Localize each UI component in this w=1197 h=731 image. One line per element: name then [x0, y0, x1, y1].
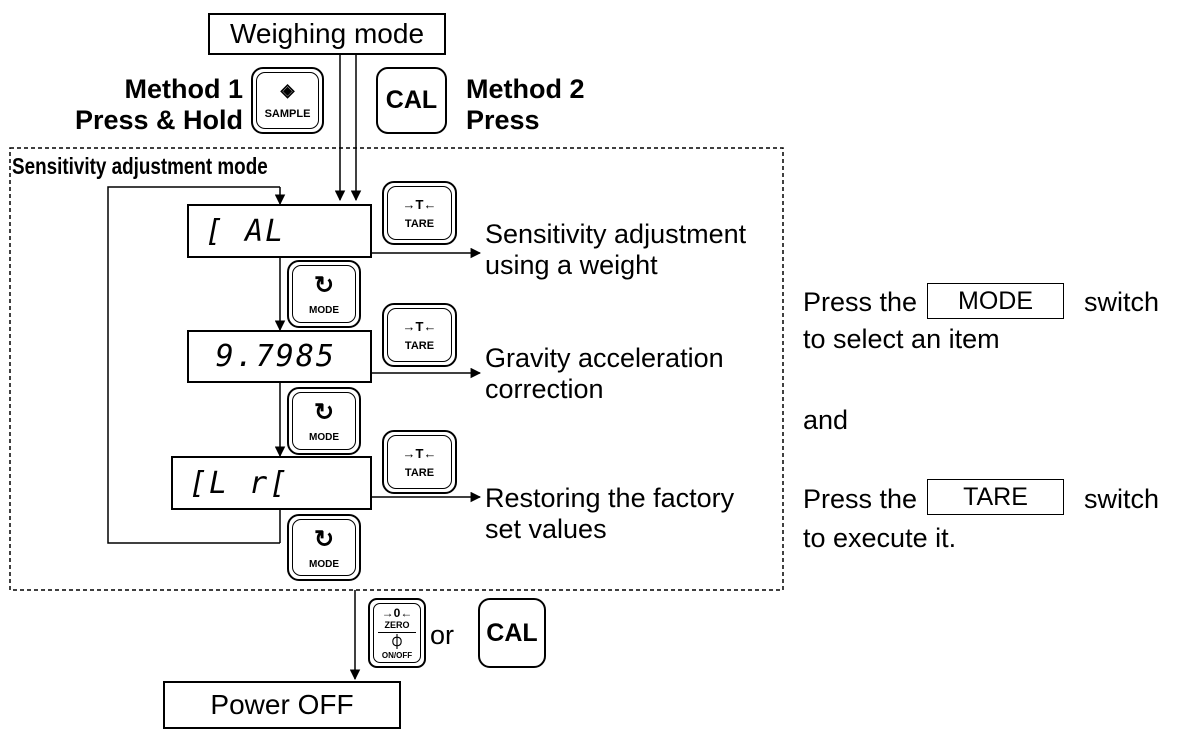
- instr-execute: to execute it.: [803, 523, 957, 553]
- mode-key-label-3: MODE: [309, 559, 339, 570]
- mode-key-1[interactable]: ↻ MODE: [287, 260, 361, 328]
- mode-key-2[interactable]: ↻ MODE: [287, 387, 361, 455]
- tare-symbol-1: →T←: [402, 197, 437, 212]
- weighing-mode-label: Weighing mode: [229, 18, 425, 49]
- cal-key-method2[interactable]: CAL: [376, 67, 447, 134]
- display-gravity-text: 9.7985: [215, 339, 336, 374]
- display-cal: [ AL: [187, 204, 372, 258]
- mode-key-label-1: MODE: [309, 305, 339, 316]
- power-off-label: Power OFF: [210, 689, 354, 720]
- sample-r-icon: ◈: [280, 80, 295, 100]
- display-clr: [L r[: [171, 456, 372, 510]
- mode-key-3[interactable]: ↻ MODE: [287, 514, 361, 581]
- tare-switch-label: TARE: [927, 479, 1064, 515]
- desc-2-line1: Gravity acceleration: [485, 343, 724, 373]
- cal-key-label: CAL: [385, 86, 438, 114]
- mode-switch-label: MODE: [927, 283, 1064, 319]
- sample-key-label: SAMPLE: [264, 108, 311, 120]
- cal-key-poweroff-label: CAL: [486, 618, 538, 647]
- tare-label-1: TARE: [404, 218, 435, 230]
- tare-key-1[interactable]: →T← TARE: [382, 181, 457, 245]
- method2-action: Press: [466, 105, 540, 135]
- method2-title: Method 2: [466, 74, 585, 104]
- cal-key-poweroff[interactable]: CAL: [478, 598, 546, 668]
- display-clr-text: [L r[: [189, 465, 290, 501]
- loop-back-line: [107, 186, 280, 544]
- instr-press-the-1: Press the: [803, 287, 918, 317]
- sample-key[interactable]: ◈ SAMPLE: [251, 67, 324, 134]
- method1-title: Method 1: [124, 74, 244, 104]
- desc-3-line2: set values: [485, 514, 607, 544]
- desc-3-line1: Restoring the factory: [485, 483, 735, 513]
- weighing-mode-box: Weighing mode: [208, 13, 446, 55]
- zero-onoff-key[interactable]: →0← ZERO ⏀ ON/OFF: [368, 598, 426, 668]
- tare-key-2[interactable]: →T← TARE: [382, 303, 457, 367]
- instr-select: to select an item: [803, 324, 1000, 354]
- tare-key-3[interactable]: →T← TARE: [382, 430, 457, 494]
- desc-1-line1: Sensitivity adjustment: [485, 219, 747, 249]
- tare-label-3: TARE: [404, 467, 435, 479]
- or-text: or: [430, 620, 455, 650]
- cycle-icon-3: ↻: [313, 526, 335, 553]
- zero-divider: [378, 632, 416, 633]
- instr-switch-1: switch: [1084, 287, 1160, 317]
- tare-symbol-2: →T←: [402, 319, 437, 334]
- power-off-box: Power OFF: [163, 681, 401, 729]
- method1-action: Press & Hold: [74, 105, 243, 135]
- display-gravity: 9.7985: [187, 330, 372, 383]
- instr-switch-2: switch: [1084, 484, 1160, 514]
- display-cal-text: [ AL: [205, 213, 286, 249]
- instr-and: and: [803, 405, 849, 435]
- tare-label-2: TARE: [404, 340, 435, 352]
- power-icon: ⏀: [390, 634, 404, 650]
- mode-title: Sensitivity adjustment mode: [12, 153, 268, 179]
- desc-2-line2: correction: [485, 374, 604, 404]
- instr-press-the-2: Press the: [803, 484, 918, 514]
- cycle-icon-2: ↻: [313, 399, 335, 426]
- zero-symbol: →0←: [381, 606, 413, 620]
- cycle-icon-1: ↻: [313, 272, 335, 299]
- mode-key-label-2: MODE: [309, 432, 339, 443]
- onoff-label: ON/OFF: [381, 651, 413, 660]
- sensitivity-mode-frame: [9, 147, 784, 591]
- zero-label: ZERO: [384, 620, 410, 630]
- tare-symbol-3: →T←: [402, 446, 437, 461]
- desc-1-line2: using a weight: [485, 250, 658, 280]
